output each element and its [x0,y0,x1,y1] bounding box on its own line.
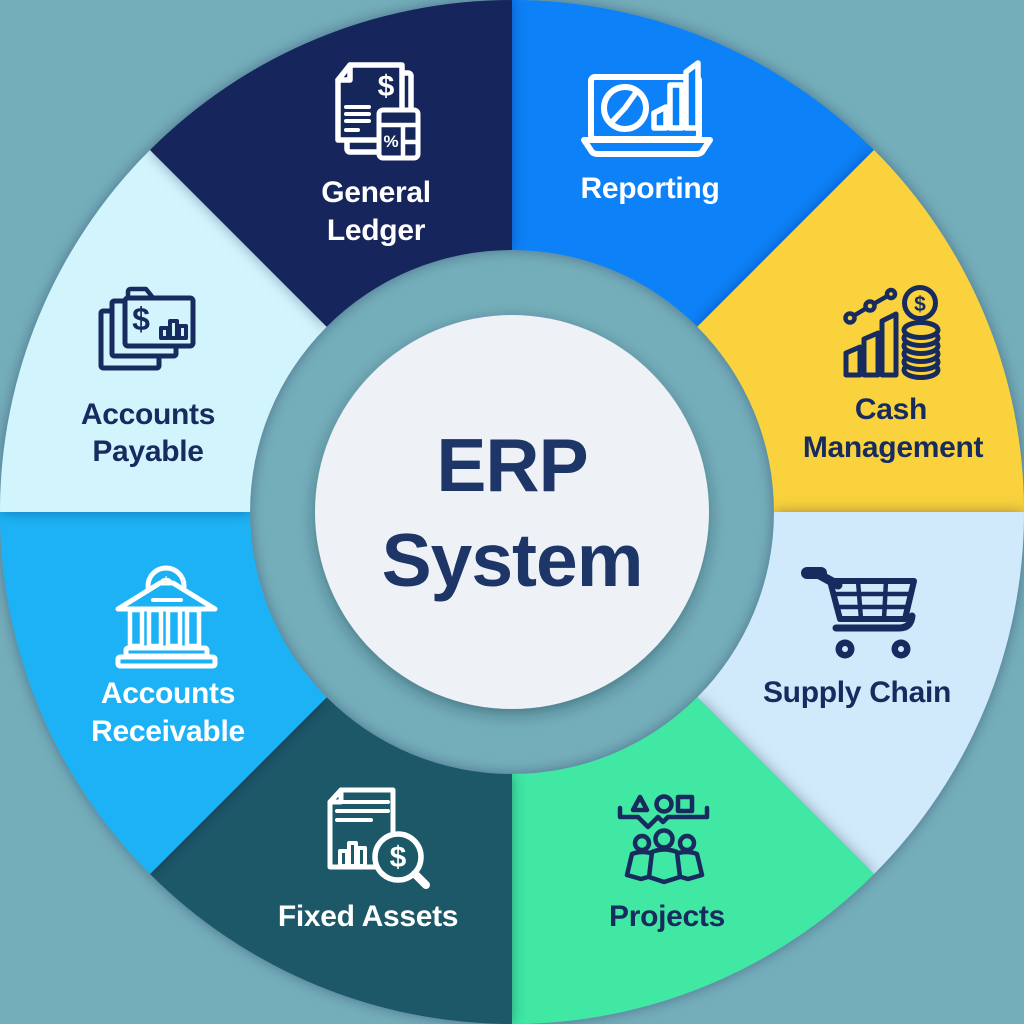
segment-accounts-receivable [0,512,327,874]
bank-step-lower [115,654,218,669]
magnifier-lens [372,831,424,883]
document-magnifier-icon [327,787,430,889]
center-title-line1: ERP [436,423,587,507]
label-ap-line1: Accounts [81,398,215,431]
label-fixed-assets: Fixed Assets [278,900,458,933]
shopping-cart-icon [801,567,917,659]
cart-wheel-hub [898,646,904,652]
laptop-base [581,137,713,157]
growth-bar-2 [861,330,881,378]
circle-shape [654,794,674,814]
dollar-glyph: $ [132,301,150,337]
dollar-glyph: $ [914,293,926,316]
segment-general-ledger [150,0,512,327]
ledger-doc-fold [335,62,353,83]
label-gl-line2: Ledger [327,214,426,247]
growth-chart-coins-icon [843,285,941,380]
bar-mid [667,82,685,131]
folders-dollar-icon [98,286,196,371]
doc-text-lines [335,800,390,822]
bar-tall [683,60,701,131]
growth-bar-3 [879,311,899,378]
team-shapes-icon [617,794,710,885]
pie-slice-lines [608,88,640,126]
dollar-coin [902,285,938,321]
trend-dot [863,299,877,313]
square-shape [675,794,695,814]
calculator-body [376,107,421,161]
cart-wheel-hub [842,646,848,652]
triangle-shape [630,794,650,813]
dollar-glyph: $ [378,70,395,103]
trend-dot [884,287,898,301]
laptop-charts-icon [581,60,713,157]
center-circle [315,315,709,709]
label-gl-line1: General [321,176,431,209]
percent-glyph: % [383,132,398,151]
label-cash-line1: Cash [855,393,927,426]
bank-coin-icon: $ [115,565,218,669]
trend-dot [843,311,857,325]
coin [901,320,941,340]
bar-small [651,104,669,131]
folder-bar [177,324,188,340]
label-ar-line2: Receivable [91,715,245,748]
ledger-calculator-icon: $ % [335,62,421,161]
label-projects: Projects [609,900,725,933]
segment-reporting [512,0,874,327]
bank-pediment [115,580,218,612]
calculator-grid [376,122,421,161]
segment-cash-management [697,150,1024,512]
label-ap-line2: Payable [92,435,203,468]
cart-bottom-bar [832,612,916,632]
ledger-text-lines [344,105,371,123]
growth-bar-1 [843,344,863,378]
label-reporting: Reporting [581,172,720,205]
dollar-glyph: $ [390,841,407,874]
doc-bar [356,846,367,868]
center-title-line2: System [382,518,643,602]
bracket-arrows [617,805,710,830]
person-body-center [646,847,683,885]
pie-chart [601,84,649,132]
label-supply-chain: Supply Chain [763,676,951,709]
cart-basket-grid [830,578,914,622]
magnifier-handle [411,870,430,889]
label-cash-line2: Management [803,431,984,464]
segment-supply-chain [697,512,1024,874]
segment-projects [512,697,874,1024]
label-ar-line1: Accounts [101,677,235,710]
